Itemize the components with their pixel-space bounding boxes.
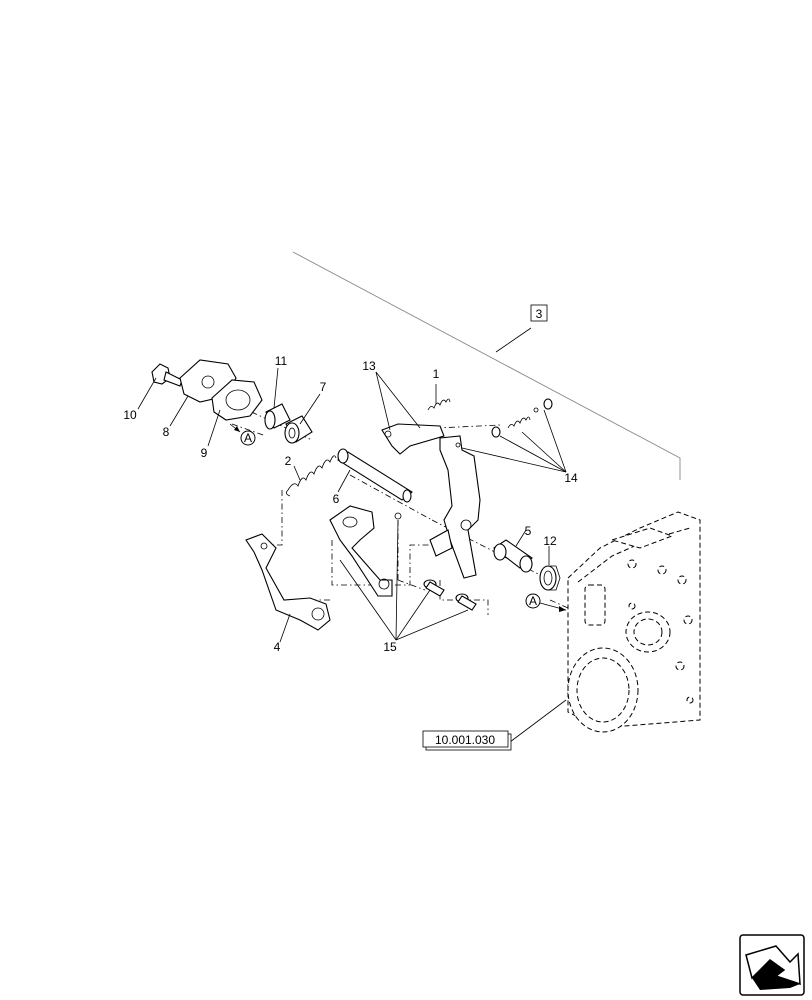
callout-11: 11 bbox=[275, 354, 288, 368]
bolt-part bbox=[151, 363, 183, 387]
bearing-part-2 bbox=[539, 565, 561, 591]
shaft-part bbox=[337, 448, 413, 503]
callout-5: 5 bbox=[525, 524, 532, 538]
next-page-arrow-icon[interactable] bbox=[739, 934, 805, 996]
callout-14: 14 bbox=[564, 471, 578, 485]
reference-label[interactable]: 10.001.030 bbox=[422, 730, 512, 751]
callout-3-box: 3 bbox=[530, 304, 548, 322]
callout-6: 6 bbox=[333, 492, 340, 506]
detail-marker-a-right: A bbox=[525, 593, 567, 612]
detail-marker-label: A bbox=[529, 594, 537, 608]
small-spring-part bbox=[427, 398, 451, 411]
callout-7: 7 bbox=[320, 380, 327, 394]
tall-lever-part bbox=[429, 435, 481, 579]
leader-lines bbox=[137, 327, 567, 743]
callout-2: 2 bbox=[285, 454, 292, 468]
reference-label-text: 10.001.030 bbox=[435, 733, 495, 747]
callout-15: 15 bbox=[383, 640, 397, 654]
spring-pin-parts bbox=[491, 398, 553, 438]
spring-part bbox=[286, 455, 337, 497]
callout-10: 10 bbox=[123, 408, 137, 422]
bushing-part bbox=[264, 403, 291, 430]
link-bracket-part bbox=[381, 423, 445, 455]
assembly-group-outline bbox=[292, 251, 681, 480]
pin-parts bbox=[394, 512, 477, 611]
callout-8: 8 bbox=[163, 425, 170, 439]
pedal-lever-part bbox=[245, 533, 331, 631]
engine-block bbox=[567, 511, 701, 733]
bracket-lever-part bbox=[329, 505, 393, 597]
callout-4: 4 bbox=[274, 640, 281, 654]
gasket-part bbox=[211, 379, 263, 421]
callout-labels: 1 2 4 5 6 7 8 9 10 11 12 13 14 15 bbox=[123, 354, 578, 654]
callout-9: 9 bbox=[201, 446, 208, 460]
detail-marker-a-left: A bbox=[229, 423, 256, 446]
callout-3: 3 bbox=[536, 307, 543, 321]
bearing-part bbox=[284, 415, 313, 444]
callout-13: 13 bbox=[362, 359, 376, 373]
sleeve-part bbox=[493, 539, 533, 573]
callout-1: 1 bbox=[433, 367, 440, 381]
detail-marker-label: A bbox=[244, 431, 252, 445]
callout-12: 12 bbox=[543, 534, 557, 548]
